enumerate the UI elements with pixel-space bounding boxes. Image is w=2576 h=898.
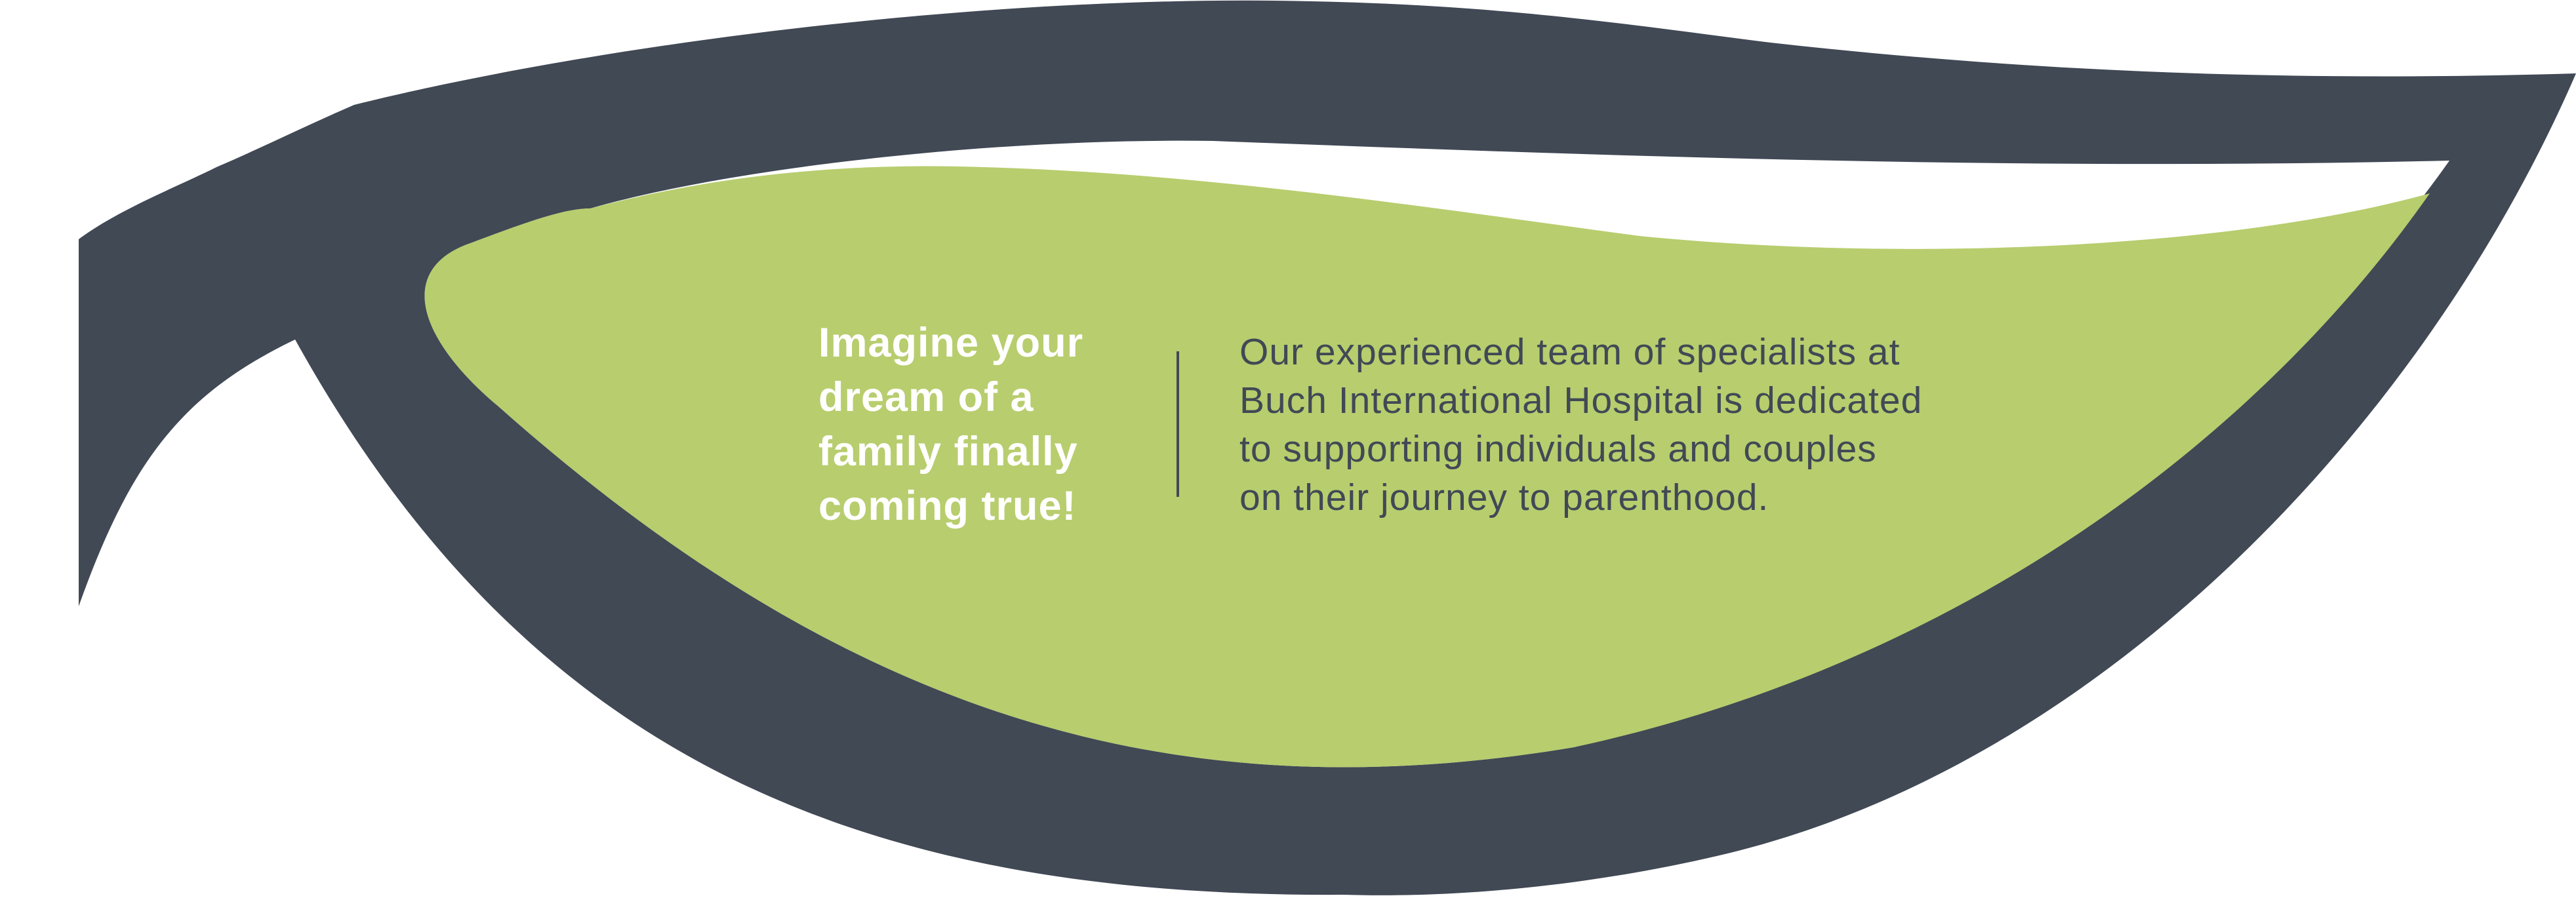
green-lens [424,166,2430,768]
description-text: Our experienced team of specialists at B… [1239,331,1923,518]
headline-text: Imagine your dream of a family finally c… [818,320,1084,529]
vertical-divider [1177,351,1179,497]
